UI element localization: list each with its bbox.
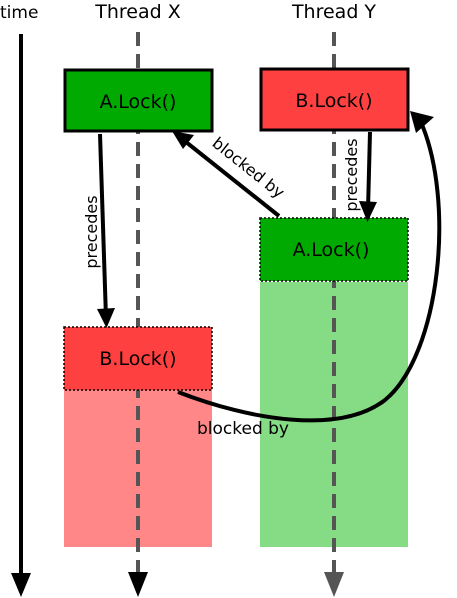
- thread-y-a-lock-box: A.Lock(): [259, 217, 409, 282]
- time-label: time: [0, 3, 38, 23]
- thread-y-a-lock-label: A.Lock(): [293, 239, 370, 261]
- thread-x-a-lock-box: A.Lock(): [63, 68, 214, 133]
- thread-x-label: Thread X: [94, 1, 181, 23]
- thread-y-label: Thread Y: [291, 1, 376, 23]
- blocked-by-upper-arrow: [184, 140, 281, 218]
- time-axis-arrowhead: [11, 573, 31, 597]
- thread-x-arrowhead: [128, 572, 148, 597]
- blocked-by-lower-arrow: [177, 119, 442, 423]
- thread-x-precedes-arrow: [98, 133, 108, 319]
- thread-y-b-lock-label: B.Lock(): [295, 90, 372, 112]
- thread-y-precedes-arrowhead: [359, 201, 377, 222]
- blocked-by-lower-label: blocked by: [197, 419, 289, 439]
- thread-x-precedes-label: precedes: [82, 195, 101, 268]
- thread-x-precedes-arrowhead: [97, 308, 115, 328]
- thread-x-b-lock-box: B.Lock(): [63, 326, 213, 391]
- thread-y-b-lock-box: B.Lock(): [259, 67, 410, 132]
- thread-x-a-lock-label: A.Lock(): [100, 91, 177, 113]
- thread-y-precedes-arrow: [366, 131, 372, 211]
- blocked-by-lower-arrowhead: [410, 111, 434, 133]
- thread-y-precedes-label: precedes: [342, 138, 361, 211]
- thread-y-arrowhead: [324, 572, 344, 597]
- blocked-by-upper-arrowhead: [172, 131, 194, 149]
- thread-x-b-lock-label: B.Lock(): [99, 348, 176, 370]
